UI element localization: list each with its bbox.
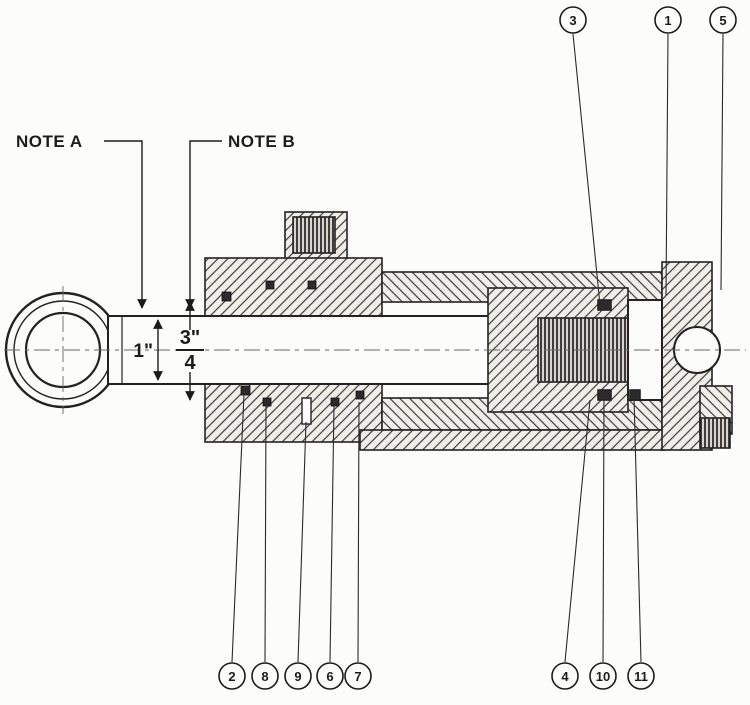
leader-10 [602, 397, 605, 663]
centerlines [4, 286, 746, 414]
gland-block-top [204, 257, 383, 317]
callout-leaders [231, 33, 724, 663]
gland-seal [307, 280, 317, 290]
leader-9 [297, 421, 307, 663]
note-b-leader [185, 140, 222, 309]
port-plug [292, 216, 336, 254]
svg-text:8: 8 [261, 669, 268, 684]
svg-text:11: 11 [634, 669, 648, 684]
svg-text:7: 7 [354, 669, 361, 684]
svg-text:5: 5 [719, 13, 726, 28]
outer-shell-bottom [359, 429, 666, 451]
note-b-label: NOTE B [228, 132, 295, 151]
callout-4: 4 [551, 662, 579, 690]
fraction-numerator: 3" [180, 327, 201, 349]
svg-text:2: 2 [228, 669, 235, 684]
gland-seal [262, 397, 272, 407]
callout-11: 11 [627, 662, 655, 690]
callout-5: 5 [709, 6, 737, 34]
leader-1 [665, 33, 669, 297]
leader-2 [231, 393, 245, 663]
note-a-label: NOTE A [16, 132, 83, 151]
leader-6 [329, 405, 335, 663]
callout-6: 6 [316, 662, 344, 690]
callout-7: 7 [344, 662, 372, 690]
svg-text:1: 1 [664, 13, 671, 28]
piston-oring-top [597, 299, 612, 311]
rod-diameter-label: 1" [133, 341, 153, 362]
notes: NOTE A NOTE B [16, 132, 295, 309]
fraction-denominator: 4 [184, 352, 196, 374]
leader-7 [357, 401, 360, 663]
svg-text:4: 4 [561, 669, 569, 684]
gland-pin [301, 397, 312, 425]
gland-seal [265, 280, 275, 290]
gland-seals [221, 280, 365, 425]
leader-8 [264, 405, 267, 663]
svg-text:3: 3 [569, 13, 576, 28]
svg-text:9: 9 [294, 669, 301, 684]
leader-3 [572, 33, 601, 306]
callout-10: 10 [589, 662, 617, 690]
svg-text:10: 10 [596, 669, 610, 684]
callout-2: 2 [218, 662, 246, 690]
gland-seal [221, 291, 232, 302]
dimensions: 1" 3" 4 [133, 301, 204, 401]
leader-4 [564, 399, 591, 663]
callout-9: 9 [284, 662, 312, 690]
gland-seal [355, 390, 365, 400]
end-fitting-dark [699, 417, 731, 449]
leader-5 [720, 33, 724, 291]
gland-seal [330, 397, 340, 407]
leader-11 [633, 395, 642, 663]
callout-3: 3 [559, 6, 587, 34]
svg-text:6: 6 [326, 669, 333, 684]
gland-seal [240, 385, 251, 396]
note-a-leader [104, 140, 147, 309]
callout-1: 1 [654, 6, 682, 34]
callout-8: 8 [251, 662, 279, 690]
callout-balloons: 3 1 5 2 8 9 6 7 [218, 6, 737, 690]
gland-block-bottom [204, 383, 383, 443]
retainer-seal [629, 389, 641, 401]
